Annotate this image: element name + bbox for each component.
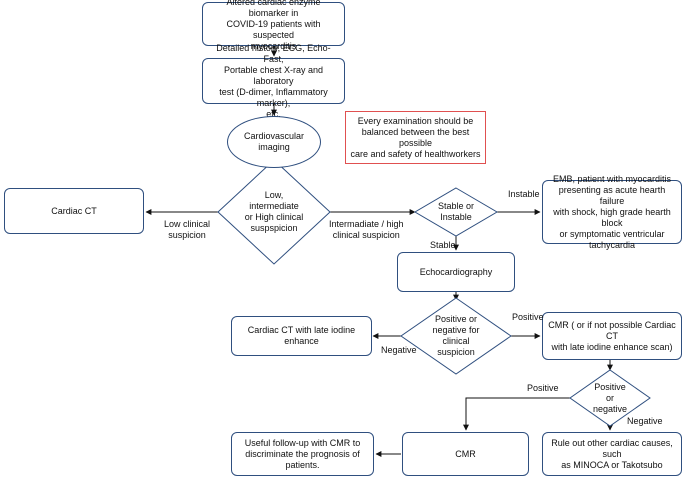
decision-text-positive-negative: Positive or negative for clinical suspic… — [432, 314, 480, 357]
label-negative-1: Negative — [381, 345, 417, 355]
workup-box: Detailed history, ECG, Echo-Fast, Portab… — [202, 43, 345, 119]
safety-note-box: Every examination should be balanced bet… — [345, 111, 486, 164]
decision-diamond-positive-negative-2 — [569, 369, 651, 427]
decision-text-suspicion: Low, intermediate or High clinical susps… — [244, 190, 304, 233]
decision-text-stability: Stable or Instable — [437, 201, 475, 222]
echocardiography-box: Echocardiography — [397, 252, 515, 292]
start-box-cardiac-enzyme: Altered cardiac enzyme biomarker in COVI… — [202, 0, 345, 51]
decision-diamond-suspicion — [217, 159, 331, 265]
edge-posneg2-cmr — [463, 397, 570, 431]
decision-diamond-positive-negative — [400, 297, 512, 375]
cardiac-ct-iodine-box: Cardiac CT with late iodine enhance — [231, 316, 372, 356]
label-negative-2: Negative — [627, 416, 663, 426]
label-instable: Instable — [508, 189, 540, 199]
rule-out-box: Rule out other cardiac causes, such as M… — [542, 432, 682, 476]
label-intermediate-suspicion: Intermadiate / high clinical suspicion — [329, 219, 404, 240]
cmr-or-ct-box: CMR ( or if not possible Cardiac CT with… — [542, 312, 682, 360]
cmr-box: CMR — [402, 432, 529, 476]
label-positive-1: Positive — [512, 312, 544, 322]
decision-diamond-stability — [414, 187, 498, 237]
label-positive-2: Positive — [527, 383, 559, 393]
decision-text-positive-negative-2: Positive or negative — [592, 381, 628, 414]
emb-box: EMB, patient with myocarditis presenting… — [542, 174, 682, 250]
cardiac-ct-box: Cardiac CT — [4, 188, 144, 234]
label-low-suspicion: Low clinical suspicion — [164, 219, 211, 240]
label-stable: Stable — [430, 240, 456, 250]
follow-up-box: Useful follow-up with CMR to discriminat… — [231, 432, 374, 476]
imaging-ellipse: Cardiovascular imaging — [227, 116, 321, 168]
